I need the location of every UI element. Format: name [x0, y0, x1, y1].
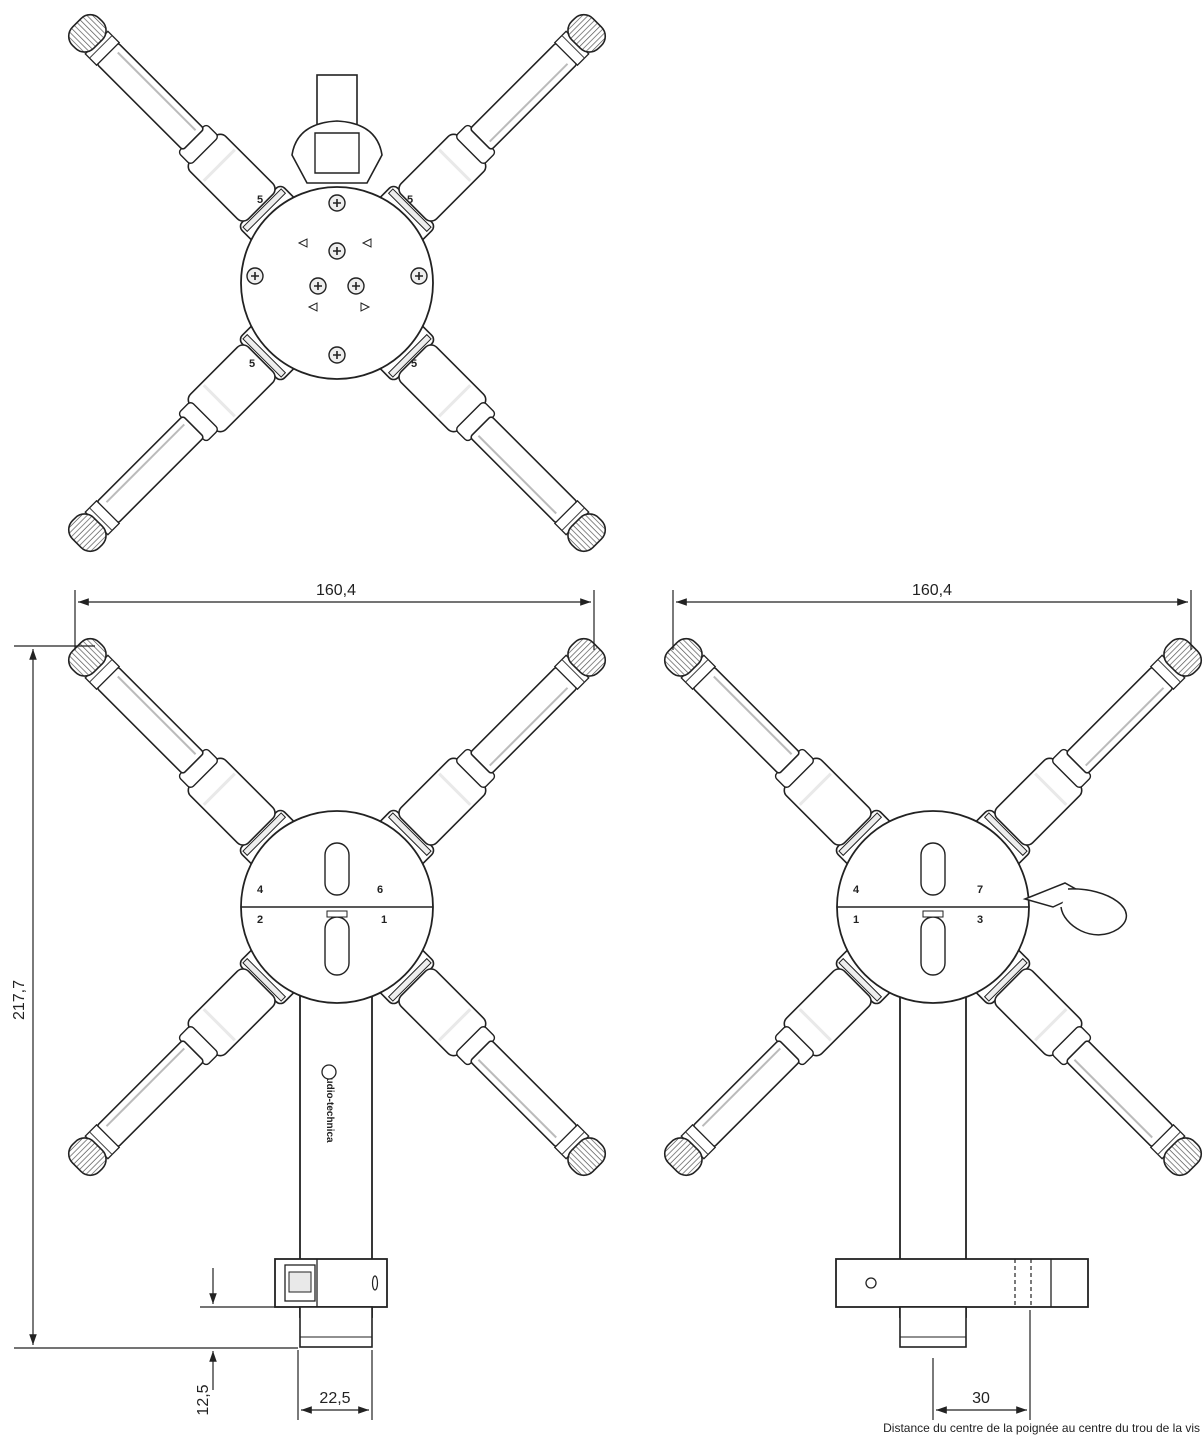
top-capsule-label-2: 5 — [407, 194, 413, 206]
front-capsule-label-6: 6 — [377, 884, 383, 896]
side-capsule-label-4: 4 — [853, 884, 860, 896]
footnote-screw-distance: Distance du centre de la poignée au cent… — [883, 1421, 1200, 1435]
side-capsule-label-7: 7 — [977, 884, 983, 896]
dim-width-left: 160,4 — [316, 582, 356, 599]
top-view: 5 5 5 5 — [54, 0, 620, 566]
side-capsule-label-1: 1 — [853, 914, 859, 926]
front-capsule-label-2: 2 — [257, 914, 263, 926]
front-capsule-label-1: 1 — [381, 914, 387, 926]
dim-screw-offset: 30 — [972, 1390, 990, 1407]
top-capsule-label-3: 5 — [249, 358, 255, 370]
brand-logo-icon — [321, 1064, 337, 1080]
dim-clamp-offset: 12,5 — [195, 1384, 212, 1415]
brand-label: audio-technica — [324, 1072, 335, 1143]
top-capsule-label-4: 5 — [411, 358, 417, 370]
top-capsule-label-1: 5 — [257, 194, 263, 206]
front-capsule-label-4: 4 — [257, 884, 264, 896]
front-view: audio-technica 4 6 2 1 — [54, 624, 620, 1348]
dim-width-right: 160,4 — [912, 582, 952, 599]
side-view: 4 7 1 3 — [650, 624, 1204, 1348]
dim-height: 217,7 — [11, 980, 28, 1020]
side-capsule-label-3: 3 — [977, 914, 983, 926]
dim-shaft-width: 22,5 — [319, 1390, 350, 1407]
dimension-lines — [14, 590, 1192, 1420]
